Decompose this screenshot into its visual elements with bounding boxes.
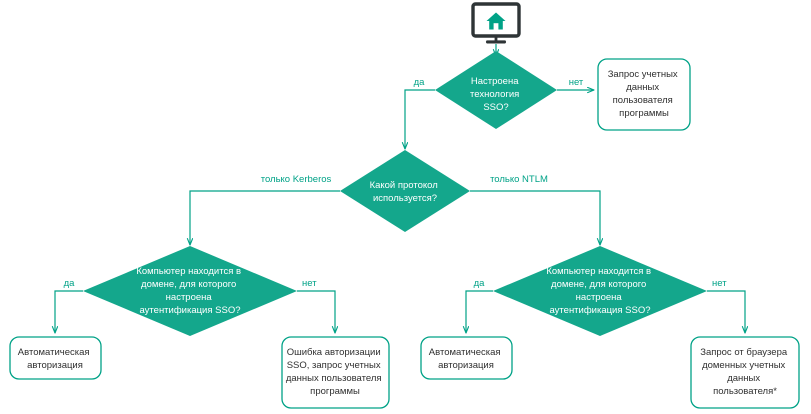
edge-label-sso-yes: да (414, 77, 426, 88)
edge-sso-yes (401, 89, 435, 150)
terminal-auto-auth-left-label: Автоматическая авторизация (18, 347, 92, 371)
decision-domain-right-shape (493, 246, 707, 336)
edge-label-sso-no: нет (569, 77, 584, 88)
monitor-neck (494, 36, 498, 41)
terminal-auto-auth-right-shape (420, 336, 513, 380)
house-roof-shape (486, 12, 506, 30)
terminal-auto-auth-right-label: Автоматическая авторизация (429, 347, 503, 371)
edge-domain-right-yes (462, 290, 493, 334)
edge-label-domain-left-no: нет (302, 278, 317, 289)
decision-sso-label: Настроена технология SSO? (470, 76, 522, 113)
terminal-auto-auth-left-shape (9, 336, 102, 380)
decision-protocol-shape (340, 150, 470, 232)
edge-domain-right-no (707, 290, 749, 334)
decision-protocol-label: Какой протокол используется? (370, 180, 441, 204)
terminal-request-app-creds-shape (597, 58, 691, 131)
decision-domain-left-shape (83, 246, 297, 336)
edge-protocol-kerberos (186, 190, 340, 246)
monitor-home-icon (471, 2, 521, 44)
terminal-request-app-creds-label: Запрос учетных данных пользователя прогр… (608, 69, 681, 119)
edge-label-domain-left-yes: да (64, 278, 76, 289)
terminal-browser-domain-creds-shape (690, 336, 800, 409)
edge-label-protocol-kerberos: только Kerberos (261, 174, 332, 185)
edge-label-protocol-ntlm: только NTLM (490, 174, 548, 185)
edge-label-domain-right-yes: да (474, 278, 486, 289)
decision-domain-right-label: Компьютер находится в домене, для которо… (546, 266, 653, 316)
terminal-sso-error-label: Ошибка авторизации SSO, запрос учетных д… (286, 347, 384, 397)
edge-domain-left-yes (51, 290, 83, 334)
edge-domain-left-no (297, 290, 339, 334)
edge-protocol-ntlm (470, 190, 604, 246)
decision-sso-shape (435, 51, 557, 129)
house-door-shape (493, 23, 499, 30)
edge-label-domain-right-no: нет (712, 278, 727, 289)
terminal-browser-domain-creds-label: Запрос от браузера доменных учетных данн… (700, 347, 790, 397)
decision-domain-left-label: Компьютер находится в домене, для которо… (136, 266, 243, 316)
monitor-base (486, 40, 506, 44)
terminal-sso-error-shape (281, 336, 390, 409)
